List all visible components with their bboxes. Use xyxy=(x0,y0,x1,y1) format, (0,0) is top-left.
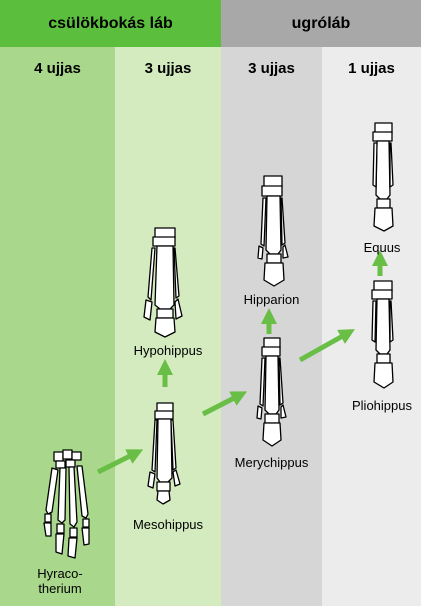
arrow-mesohippus-to-merychippus xyxy=(203,395,240,414)
mesohippus-foot-bones xyxy=(148,403,180,504)
merychippus-foot-bones xyxy=(257,338,286,446)
label-hyracotherium-line2: therium xyxy=(30,581,90,596)
hypohippus-foot-bones xyxy=(144,228,182,337)
hipparion-foot-bones xyxy=(258,176,288,286)
label-merychippus: Merychippus xyxy=(221,455,322,470)
pliohippus-foot-bones xyxy=(372,281,393,388)
label-mesohippus: Mesohippus xyxy=(118,517,218,532)
arrow-merychippus-to-pliohippus xyxy=(300,333,348,360)
label-hypohippus: Hypohippus xyxy=(118,343,218,358)
label-pliohippus: Pliohippus xyxy=(332,398,421,413)
equus-foot-bones xyxy=(373,123,393,231)
hyracotherium-foot-bones xyxy=(44,450,89,558)
label-hyracotherium-line1: Hyraco- xyxy=(30,566,90,581)
label-hipparion: Hipparion xyxy=(221,292,322,307)
arrow-hyracotherium-to-mesohippus xyxy=(98,453,136,472)
label-equus: Equus xyxy=(332,240,421,255)
label-hyracotherium: Hyraco- therium xyxy=(30,566,90,596)
